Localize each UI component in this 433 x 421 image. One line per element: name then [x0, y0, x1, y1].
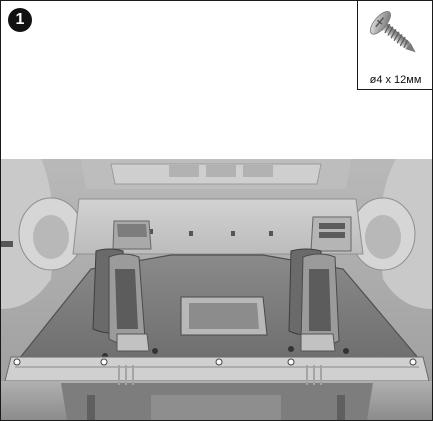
screw-size-label: ø4 x 12мм — [369, 74, 422, 86]
screw-icon — [369, 10, 416, 53]
step-number-badge: 1 — [8, 8, 32, 32]
fastener-spec-box: ø4 x 12мм — [357, 1, 432, 90]
assembly-part-image — [1, 159, 432, 420]
